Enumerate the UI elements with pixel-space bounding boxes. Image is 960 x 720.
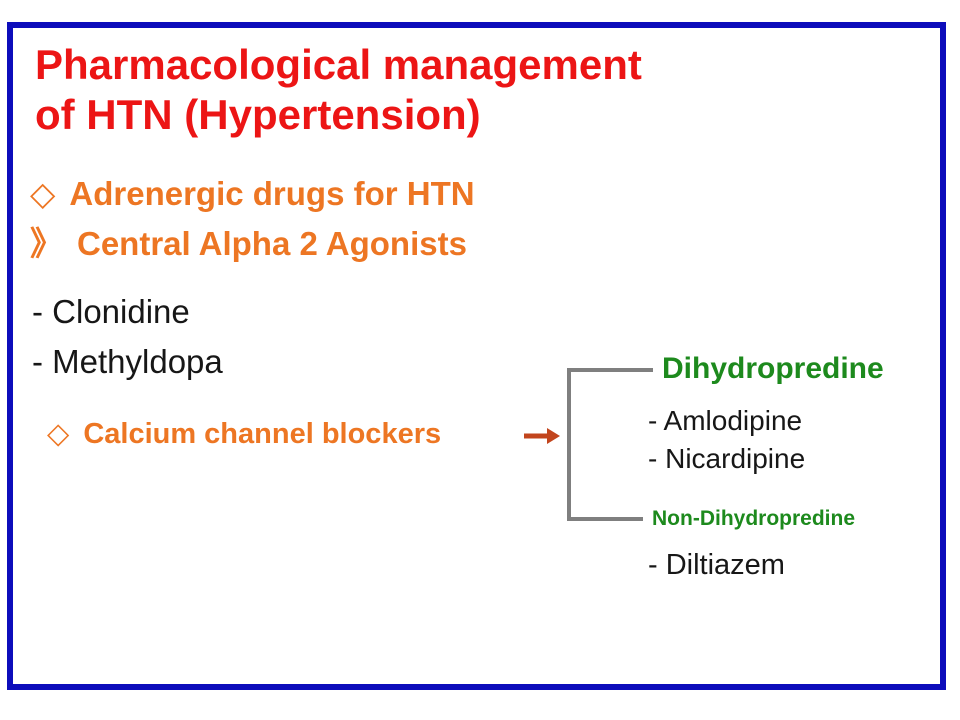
drug-methyldopa: - Methyldopa xyxy=(32,343,223,380)
drug-nicardipine: - Nicardipine xyxy=(648,443,806,474)
heading-adrenergic-label: Adrenergic drugs for HTN xyxy=(69,175,475,212)
drug-amlodipine: - Amlodipine xyxy=(648,405,803,436)
bracket-bottom-arm xyxy=(567,517,643,521)
diamond-bullet-icon: ◇ xyxy=(47,418,70,450)
title-line-2: of HTN (Hypertension) xyxy=(35,91,481,138)
heading-calcium-label: Calcium channel blockers xyxy=(83,418,442,450)
heading-calcium-channel-blockers: ◇ Calcium channel blockers xyxy=(47,414,441,454)
heading-central-alpha-label: Central Alpha 2 Agonists xyxy=(77,225,467,262)
heading-central-alpha-agonists: 》 Central Alpha 2 Agonists xyxy=(30,222,467,266)
diamond-bullet-icon: ◇ xyxy=(30,175,56,212)
bracket-vertical-line xyxy=(567,368,571,521)
double-angle-bullet-icon: 》 xyxy=(30,225,63,262)
slide-border xyxy=(7,22,946,690)
group-non-dihydropredine-label: Non-Dihydropredine xyxy=(652,507,855,530)
drug-diltiazem: - Diltiazem xyxy=(648,549,785,581)
group-dihydropredine-label: Dihydropredine xyxy=(662,352,884,385)
slide-title: Pharmacological management of HTN (Hyper… xyxy=(35,40,642,140)
drug-clonidine: - Clonidine xyxy=(32,293,190,330)
title-line-1: Pharmacological management xyxy=(35,41,642,88)
right-arrow-icon xyxy=(524,428,560,444)
bracket-top-arm xyxy=(567,368,653,372)
heading-adrenergic-drugs: ◇ Adrenergic drugs for HTN xyxy=(30,172,475,216)
